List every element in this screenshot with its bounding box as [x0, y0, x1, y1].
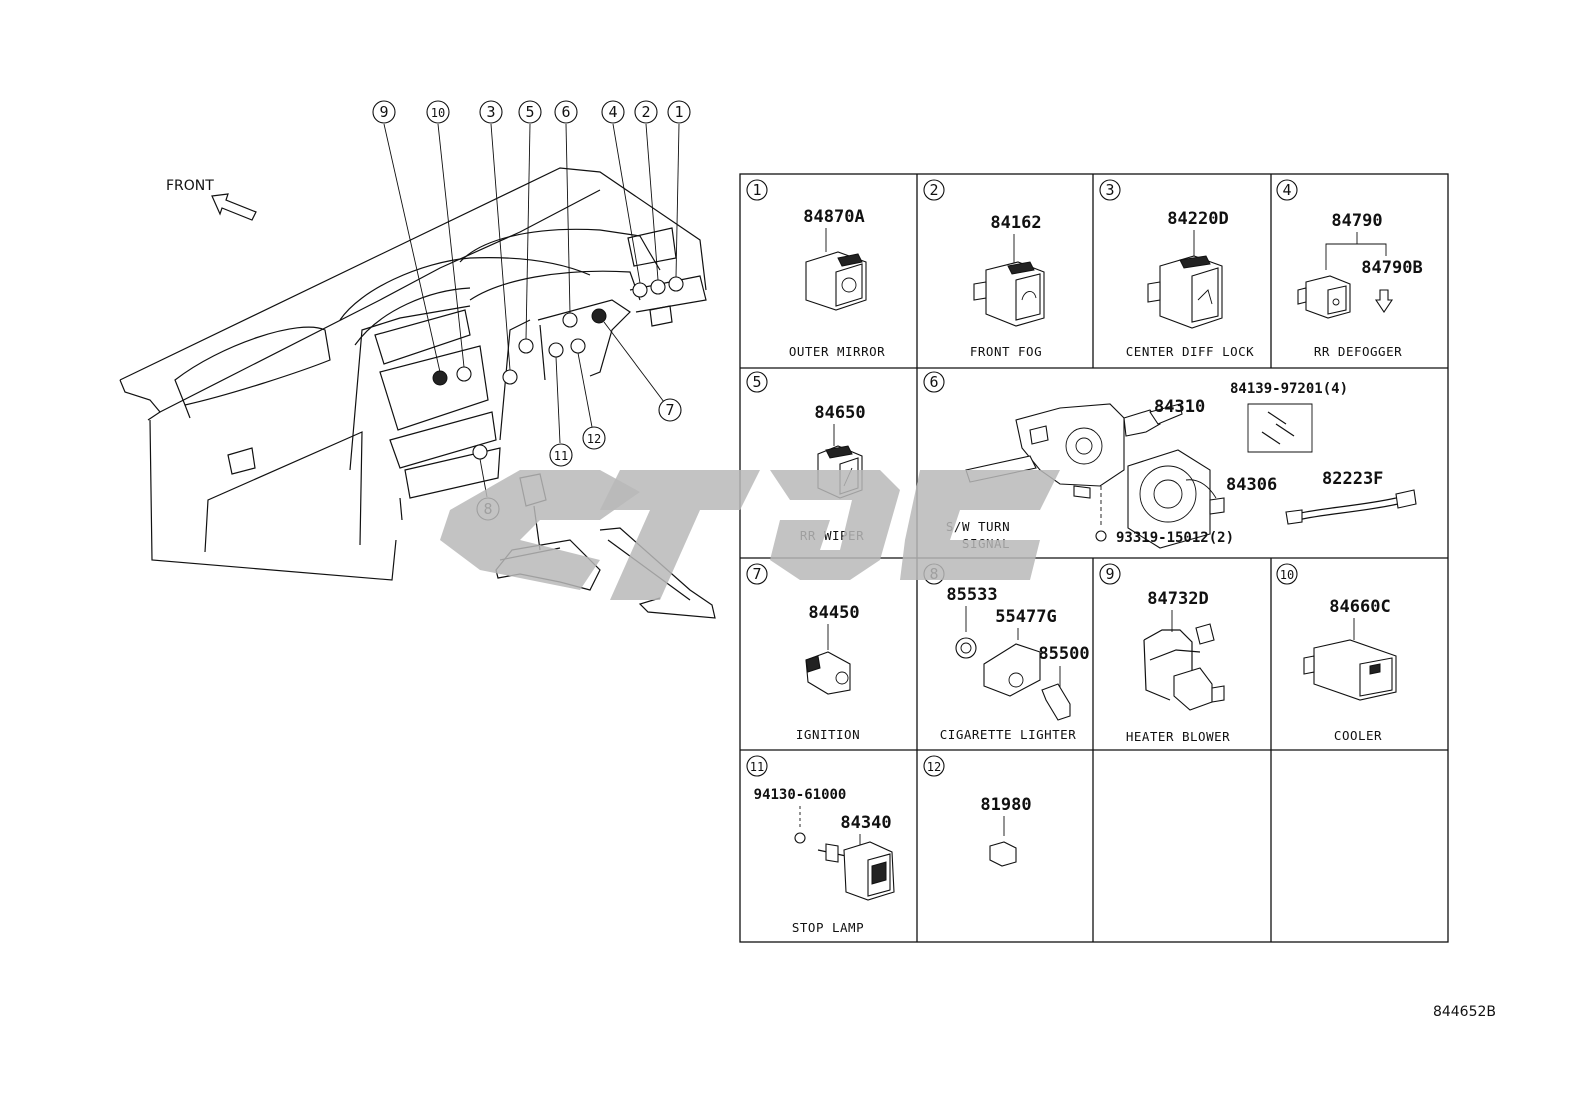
part-number: 84450: [808, 603, 859, 623]
part-caption: CIGARETTE LIGHTER: [940, 727, 1076, 742]
callout-7: 7: [658, 398, 682, 422]
parts-table: 1 84870A OUTER MIRROR 2 84162 FRONT FOG …: [739, 173, 1449, 943]
svg-text:6: 6: [929, 373, 938, 391]
dashboard-illustration: FRONT: [119, 100, 716, 619]
reference-code: 844652B: [1433, 1004, 1496, 1020]
location-dot-8: [472, 444, 488, 460]
svg-text:2: 2: [929, 181, 938, 199]
part-number: 84306: [1226, 475, 1277, 495]
cell-8-cigarette-lighter: 8 85533 55477G 85500 CIGARETTE LIGHTER: [923, 563, 1090, 742]
part-number: 82223F: [1322, 469, 1383, 489]
callout-3: 3: [479, 100, 503, 124]
part-number: 84660C: [1329, 597, 1390, 617]
location-dot-10: [456, 366, 472, 382]
part-caption: FRONT FOG: [970, 344, 1042, 359]
front-label: FRONT: [166, 178, 214, 194]
svg-text:1: 1: [752, 181, 761, 199]
cell-2-front-fog: 2 84162 FRONT FOG: [923, 179, 1045, 359]
location-dot-2: [650, 279, 666, 295]
location-dot-11: [548, 342, 564, 358]
part-number: 84790: [1331, 211, 1382, 231]
callout-1: 1: [667, 100, 691, 124]
svg-text:7: 7: [752, 565, 761, 583]
svg-text:9: 9: [1105, 565, 1114, 583]
svg-text:3: 3: [486, 103, 495, 121]
part-number: 84139-97201(4): [1230, 381, 1348, 397]
svg-text:11: 11: [750, 760, 764, 774]
location-dot-5: [518, 338, 534, 354]
part-number: 85533: [946, 585, 997, 605]
part-number: 84650: [814, 403, 865, 423]
svg-text:4: 4: [608, 103, 617, 121]
part-number: 81980: [980, 795, 1031, 815]
watermark-logo: [440, 470, 1060, 600]
part-caption: STOP LAMP: [792, 920, 864, 935]
svg-text:10: 10: [1280, 568, 1294, 582]
part-caption: CENTER DIFF LOCK: [1126, 344, 1254, 359]
svg-text:11: 11: [554, 449, 568, 463]
part-number: 93319-15012(2): [1116, 530, 1234, 546]
part-number: 55477G: [995, 607, 1056, 627]
cell-4-rr-defogger: 4 84790 84790B RR DEFOGGER: [1276, 179, 1423, 359]
part-number: 94130-61000: [754, 787, 847, 803]
cell-1-outer-mirror: 1 84870A OUTER MIRROR: [746, 179, 885, 359]
part-caption: RR DEFOGGER: [1314, 344, 1402, 359]
part-number: 84790B: [1361, 258, 1422, 278]
svg-text:5: 5: [752, 373, 761, 391]
svg-text:6: 6: [561, 103, 570, 121]
svg-text:9: 9: [379, 103, 388, 121]
part-number: 84220D: [1167, 209, 1228, 229]
callout-6: 6: [554, 100, 578, 124]
cell-3-center-diff-lock: 3 84220D CENTER DIFF LOCK: [1099, 179, 1254, 359]
svg-text:1: 1: [674, 103, 683, 121]
part-number: 84340: [840, 813, 891, 833]
callout-11: 11: [549, 443, 573, 467]
location-dot-9: [432, 370, 448, 386]
part-number: 85500: [1038, 644, 1089, 664]
location-dot-1: [668, 276, 684, 292]
cell-6-turn-signal: 6 84310 84139-97201(4) 84306: [923, 371, 1417, 551]
callout-9: 9: [372, 100, 396, 124]
part-caption-line1: S/W TURN: [946, 519, 1010, 534]
part-number: 84162: [990, 213, 1041, 233]
location-dot-3: [502, 369, 518, 385]
part-number: 84870A: [803, 207, 864, 227]
callout-5: 5: [518, 100, 542, 124]
cell-7-ignition: 7 84450 IGNITION: [746, 563, 860, 742]
part-number: 84732D: [1147, 589, 1208, 609]
front-arrow-icon: [211, 193, 257, 221]
svg-text:12: 12: [927, 760, 941, 774]
callout-2: 2: [634, 100, 658, 124]
svg-text:5: 5: [525, 103, 534, 121]
callout-10: 10: [426, 100, 450, 124]
location-dot-7: [591, 308, 607, 324]
cell-12-part: 12 81980: [923, 755, 1032, 867]
svg-text:12: 12: [587, 432, 601, 446]
location-dot-6: [562, 312, 578, 328]
cell-5-rr-wiper: 5 84650 RR WIPER: [746, 371, 866, 543]
cell-11-stop-lamp: 11 94130-61000 84340 STOP LAMP: [746, 755, 895, 935]
callout-4: 4: [601, 100, 625, 124]
cell-9-heater-blower: 9 84732D HEATER BLOWER: [1099, 563, 1230, 744]
part-caption: HEATER BLOWER: [1126, 729, 1230, 744]
svg-text:3: 3: [1105, 181, 1114, 199]
part-caption: IGNITION: [796, 727, 860, 742]
location-dot-12: [570, 338, 586, 354]
svg-text:4: 4: [1282, 181, 1291, 199]
part-number: 84310: [1154, 397, 1205, 417]
svg-text:7: 7: [665, 401, 674, 419]
location-dot-4: [632, 282, 648, 298]
svg-text:2: 2: [641, 103, 650, 121]
svg-text:10: 10: [431, 106, 445, 120]
callout-12: 12: [582, 426, 606, 450]
part-caption: COOLER: [1334, 728, 1382, 743]
cell-10-cooler: 10 84660C COOLER: [1276, 563, 1397, 743]
part-caption: OUTER MIRROR: [789, 344, 885, 359]
